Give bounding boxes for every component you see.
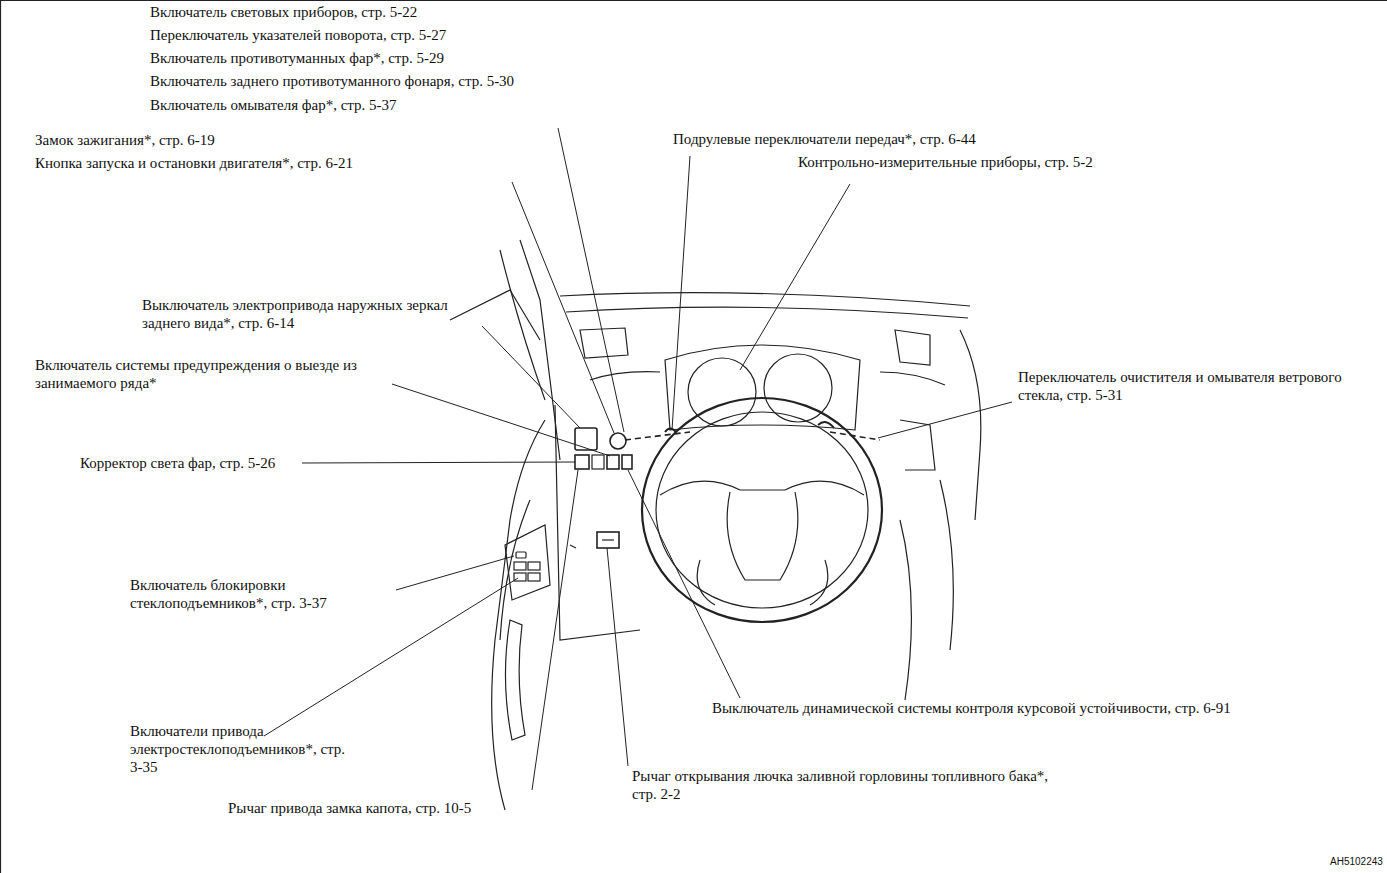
lane-switch [607,455,619,469]
leader-line [392,384,610,456]
dash-top [566,307,968,318]
window-switch [514,562,526,570]
callout-label: Переключатель очистителя и омывателя вет… [1018,368,1378,404]
figure-code: AH5102243 [1330,856,1383,868]
fuel-lever [602,539,614,540]
leader-line [482,326,580,428]
window-switch [528,573,540,581]
a-pillar [500,250,545,400]
callout-label: Переключатель указателей поворота, стр. … [150,26,446,44]
leader-line [740,184,850,370]
mirror-frame [450,290,540,340]
steering-wheel [642,398,882,622]
paddle [665,422,834,432]
leader-line [532,470,578,790]
door-panel [500,500,530,640]
steering-wheel [656,412,868,608]
armrest [505,525,550,600]
console [900,480,953,700]
dash-line [880,372,945,385]
callout-label: Выключатель динамической системы контрол… [712,699,1282,717]
window-lock-switch [516,552,526,558]
callout-label: Включатель системы предупреждения о выез… [35,356,395,392]
stalk [625,432,880,440]
callout-label: Включатель световых приборов, стр. 5-22 [150,3,417,21]
door-handle [505,620,525,740]
leader-line [558,128,624,432]
a-pillar [520,240,560,460]
callout-label: Включатель заднего противотуманного фона… [150,72,514,90]
callout-label: Включатель блокировки стеклоподъемников*… [130,576,330,612]
dash-lower [555,405,640,640]
callout-label: Кнопка запуска и остановки двигателя*, с… [35,154,353,172]
callout-label: Включатель противотуманных фар*, стр. 5-… [150,49,444,67]
hood-lever [570,545,576,548]
leader-line [628,470,740,698]
mirror-switch [575,428,597,450]
leader-line [302,462,575,463]
wheel-hub [727,492,798,580]
wheel-spoke [697,560,828,605]
ignition-switch [610,433,626,449]
vent [580,328,628,358]
vent [895,330,930,365]
fuel-lever [597,532,619,548]
door-panel [492,420,545,810]
headlight-leveler [575,455,589,469]
callout-label: Рычаг открывания лючка заливной горловин… [632,767,1052,803]
callout-label: Выключатель электропривода наружных зерк… [142,296,492,332]
callout-label: Замок зажигания*, стр. 6-19 [35,131,215,149]
switch [592,455,604,469]
leader-line [607,548,628,766]
window-switch [528,562,540,570]
dash-right [960,330,981,520]
leader-lines [264,128,1012,790]
leader-line [878,402,1012,438]
esc-switch [622,455,632,469]
wheel-spoke [660,481,864,495]
callout-label: Рычаг привода замка капота, стр. 10-5 [228,799,471,817]
callout-label: Контрольно-измерительные приборы, стр. 5… [798,153,1093,171]
callout-label: Корректор света фар, стр. 5-26 [80,454,275,472]
leader-line [396,556,514,590]
leader-line [672,156,690,430]
frame-line [0,0,1387,1]
callout-label: Включатели привода электростеклоподъемни… [130,722,360,776]
callout-label: Включатель омывателя фар*, стр. 5-37 [150,96,397,114]
frame-line [0,0,1,873]
leader-line [512,182,614,433]
callout-label: Подрулевые переключатели передач*, стр. … [673,130,976,148]
dash-top [560,293,970,306]
dash-line [590,372,660,380]
